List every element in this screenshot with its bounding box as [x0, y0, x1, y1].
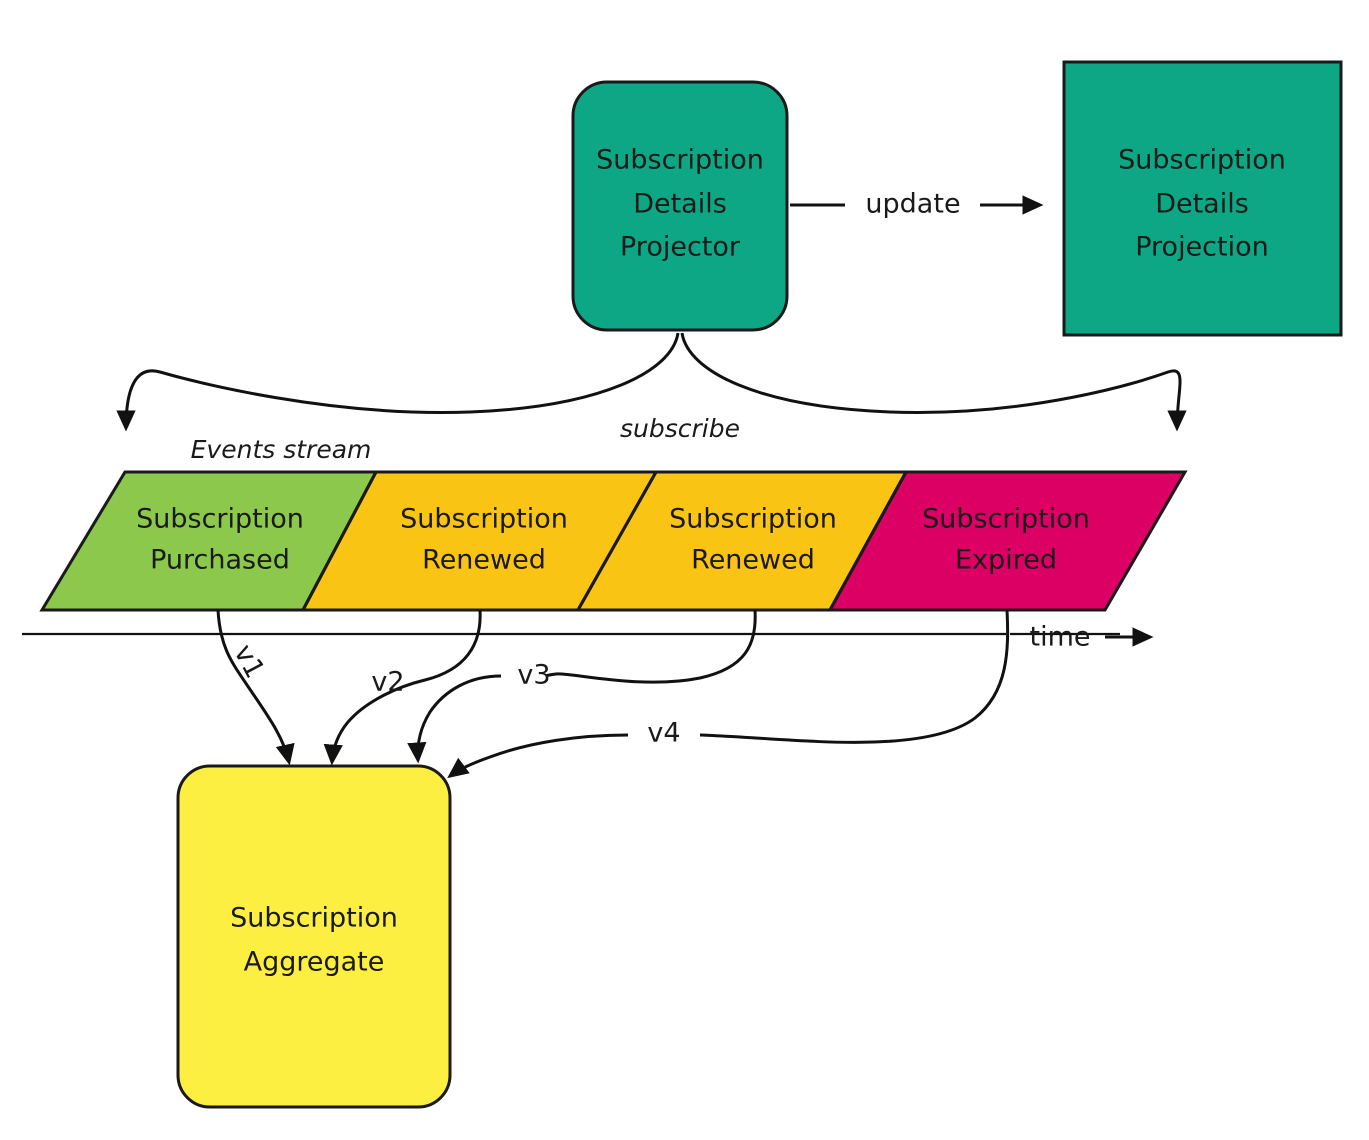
update-label: update [865, 189, 960, 220]
v3-curve [545, 609, 757, 684]
events-stream: Subscription Purchased Subscription Rene… [39, 435, 1188, 612]
projector-label-line3: Projector [620, 232, 741, 263]
v3-label: v3 [517, 660, 550, 691]
event-4-label-line2: Expired [955, 545, 1057, 576]
event-3-label-line2: Renewed [691, 545, 815, 576]
aggregate-label-line2: Aggregate [244, 947, 385, 978]
v4-label: v4 [647, 718, 680, 749]
node-subscription-details-projection[interactable]: Subscription Details Projection [1062, 60, 1343, 337]
projection-box[interactable] [1062, 60, 1343, 337]
edge-update: update [790, 189, 1044, 220]
event-2-label-line2: Renewed [422, 545, 546, 576]
projector-label-line1: Subscription [596, 145, 764, 176]
v2-curve [323, 609, 482, 766]
edge-subscribe: subscribe [116, 332, 1187, 443]
edge-v1: v1 [216, 609, 295, 766]
projector-box[interactable] [571, 80, 789, 332]
event-divider-2 [576, 471, 658, 611]
events-stream-caption: Events stream [191, 435, 372, 464]
subscribe-label: subscribe [620, 414, 740, 443]
edge-v2: v2 [323, 609, 482, 766]
node-subscription-aggregate[interactable]: Subscription Aggregate [176, 764, 452, 1109]
projection-label-line2: Details [1155, 189, 1249, 220]
event-1-label-line2: Purchased [150, 545, 290, 576]
node-subscription-details-projector[interactable]: Subscription Details Projector [571, 80, 789, 332]
v4-curve [699, 609, 1010, 744]
aggregate-label-line1: Subscription [230, 903, 398, 934]
event-1-label-line1: Subscription [136, 504, 304, 535]
v1-label: v1 [227, 640, 270, 684]
time-axis-label: time [1029, 622, 1090, 653]
v2-label: v2 [371, 667, 404, 698]
event-4-label-line1: Subscription [922, 504, 1090, 535]
event-divider-1 [301, 471, 378, 611]
projection-label-line3: Projection [1135, 232, 1269, 263]
event-2-label-line1: Subscription [400, 504, 568, 535]
event-3-label-line1: Subscription [669, 504, 837, 535]
aggregate-box[interactable] [176, 764, 452, 1109]
v1-curve [216, 609, 295, 766]
event-divider-3 [828, 471, 908, 611]
edge-v3: v3 [407, 609, 757, 764]
v4-curve-tail [447, 733, 629, 779]
subscribe-branch-right [680, 332, 1187, 432]
v3-curve-tail [407, 674, 502, 764]
edge-v4: v4 [447, 609, 1010, 779]
subscribe-branch-left [116, 332, 680, 432]
time-axis: time [22, 622, 1154, 653]
projection-label-line1: Subscription [1118, 145, 1286, 176]
projector-label-line2: Details [633, 189, 727, 220]
